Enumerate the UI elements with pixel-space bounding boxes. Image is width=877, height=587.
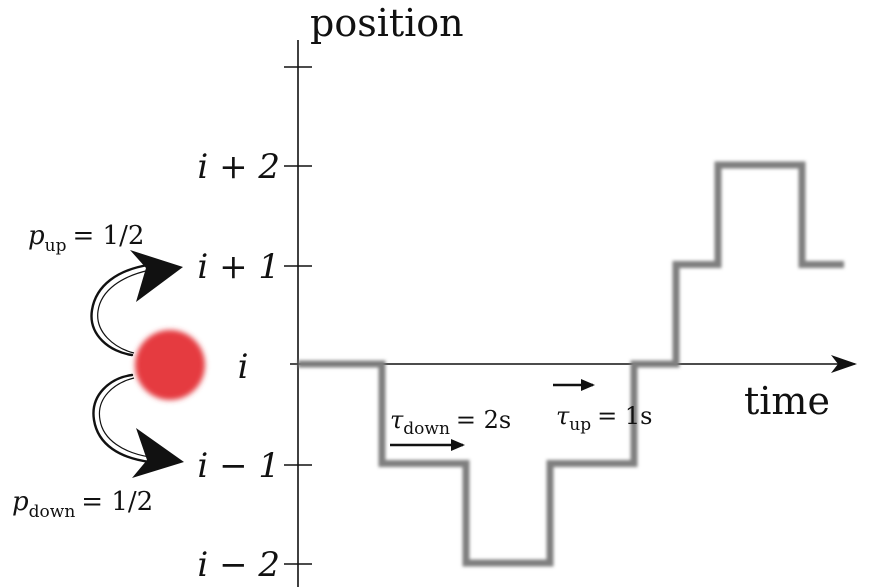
particle-dot — [135, 330, 205, 400]
position-trace-line — [298, 161, 844, 567]
tick-label-i-plus-1: i + 1 — [197, 247, 280, 287]
y-axis-title: position — [310, 1, 464, 45]
curved-arrow-up-icon — [90, 250, 183, 357]
prob-down-label: pdown= 1/2 — [12, 487, 153, 522]
tick-label-i: i — [238, 347, 249, 387]
tick-label-i-minus-1: i − 1 — [197, 446, 280, 486]
tick-label-i-minus-2: i − 2 — [197, 545, 280, 585]
y-tick-marks — [284, 66, 312, 565]
x-axis-title: time — [744, 379, 830, 423]
tau-up-label: τup= 1s — [556, 402, 652, 435]
curved-arrow-down-icon — [92, 373, 184, 478]
prob-up-label: pup= 1/2 — [28, 221, 144, 256]
tick-label-i-plus-2: i + 2 — [197, 147, 280, 187]
tau-down-label: τdown= 2s — [390, 406, 511, 439]
